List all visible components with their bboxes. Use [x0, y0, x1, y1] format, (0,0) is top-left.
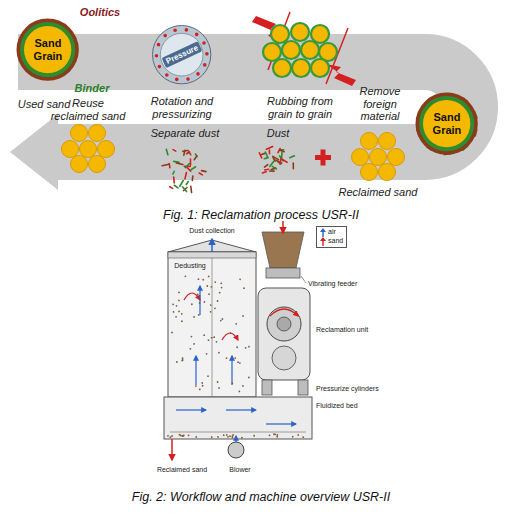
pressure-arrow: [326, 64, 356, 86]
step-label: Used sand: [9, 98, 79, 111]
sand-particles: [167, 275, 304, 438]
process-arrowhead: [10, 114, 58, 190]
part-label: Vibrating feeder: [308, 280, 378, 288]
part-label: Reclamation unit: [316, 326, 386, 334]
separated-dust: [162, 149, 206, 192]
grain-label: Sand Grain: [427, 111, 467, 136]
figure-caption: Fig. 1: Reclamation process USR-II: [21, 208, 501, 222]
grain-cluster: [263, 23, 337, 77]
pressure-drum: Pressure: [152, 25, 211, 84]
reclaimed-sand-cluster: [352, 133, 405, 181]
legend-text: air: [328, 228, 336, 236]
step-label: Dust: [258, 127, 298, 140]
legend-text: sand: [328, 237, 343, 245]
part-label: Binder: [67, 82, 117, 95]
legend: airsand: [316, 226, 347, 248]
legend-item: sand: [320, 237, 343, 246]
dust-particles: [259, 147, 294, 173]
step-label: Reuse reclaimed sand: [47, 97, 129, 122]
step-label: Remove foreign material: [350, 85, 410, 123]
part-label: Oolitics: [70, 6, 130, 19]
reuse-sand-cluster: [62, 125, 115, 173]
part-label: Dedusting: [170, 262, 210, 270]
plus-sign: [321, 150, 326, 166]
legend-item: air: [320, 228, 343, 237]
part-label: Pressurize cylinders: [316, 385, 396, 393]
part-label: Dust collection: [172, 227, 252, 235]
process-band: [18, 62, 470, 152]
grain-label: Sand Grain: [28, 37, 68, 62]
step-label: Reclaimed sand: [328, 186, 428, 199]
legend-arrow: [320, 237, 326, 246]
figure-caption: Fig. 2: Workflow and machine overview US…: [21, 490, 501, 504]
part-label: Fluidized bed: [316, 402, 386, 410]
part-label: Blower: [220, 466, 260, 474]
step-label: Separate dust: [135, 127, 235, 140]
sand-grain-circle: Sand Grain: [415, 92, 478, 155]
part-label: Reclaimed sand: [152, 466, 212, 474]
step-label: Rotation and pressurizing: [137, 95, 227, 120]
sand-grain-circle: Sand Grain: [16, 18, 79, 81]
legend-arrow: [320, 228, 326, 237]
step-label: Rubbing from grain to grain: [255, 95, 345, 120]
machine-drawing: [164, 221, 312, 460]
